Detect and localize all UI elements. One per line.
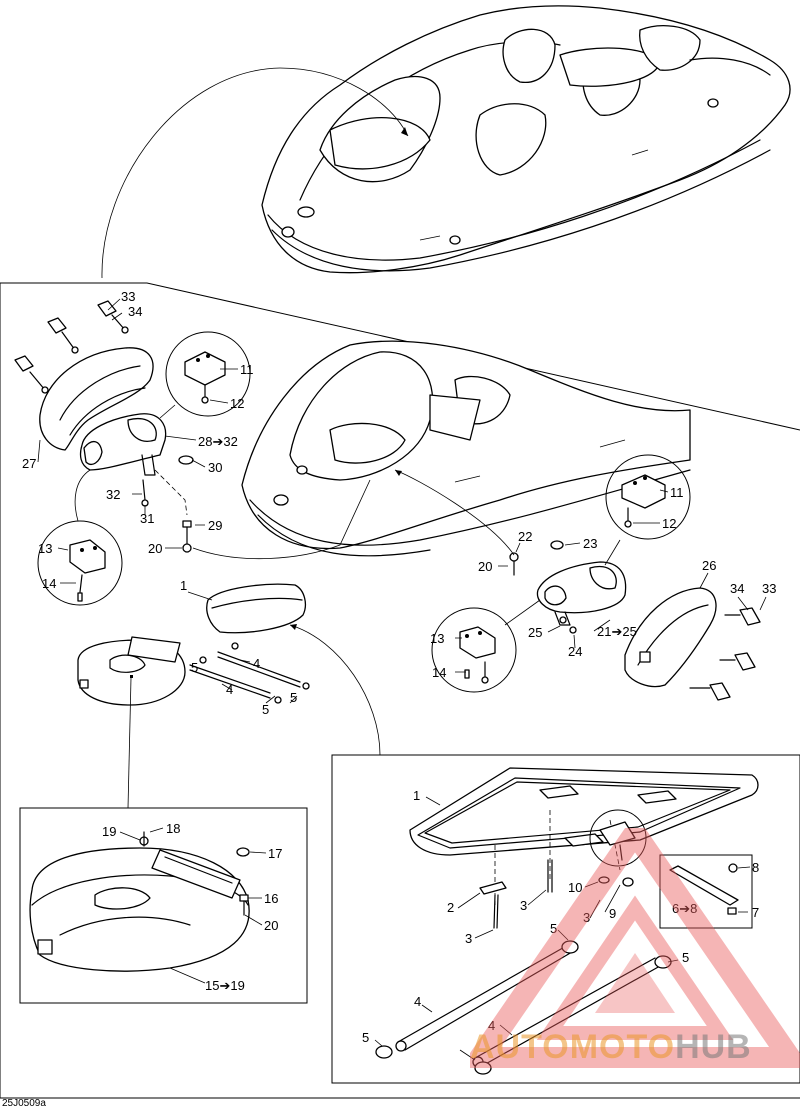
clip-11-right	[621, 474, 666, 528]
label-21-25: 21➔25	[597, 624, 637, 639]
label-1: 1	[180, 578, 187, 593]
label-24: 24	[568, 644, 582, 659]
callout-line-top	[101, 67, 409, 279]
label-5: 5	[362, 1030, 369, 1045]
label-20: 20	[148, 541, 162, 556]
label-9: 9	[609, 906, 616, 921]
seat-1-underside	[409, 767, 759, 905]
clip-9-10	[599, 821, 636, 861]
label-3: 3	[520, 898, 527, 913]
clip-13-left	[69, 539, 106, 602]
detail-circle-clip-9-10	[589, 809, 647, 867]
label-19: 19	[102, 824, 116, 839]
detail-circle-13-14-left	[37, 520, 123, 606]
label-3: 3	[583, 910, 590, 925]
label-1: 1	[413, 788, 420, 803]
clip-11-left	[184, 351, 226, 404]
label-29: 29	[208, 518, 222, 533]
label-33: 33	[762, 581, 776, 596]
label-23: 23	[583, 536, 597, 551]
label-28-32: 28➔32	[198, 434, 238, 449]
label-15-19: 15➔19	[205, 978, 245, 993]
label-8: 8	[752, 860, 759, 875]
bracket-group-left	[14, 300, 129, 394]
label-16: 16	[264, 891, 278, 906]
label-12: 12	[230, 396, 244, 411]
label-26: 26	[702, 558, 716, 573]
backrest-right-26	[624, 587, 717, 688]
leader-lines	[37, 298, 767, 1061]
detail-circle-11-12-left	[165, 331, 251, 417]
label-10: 10	[568, 880, 582, 895]
label-22: 22	[518, 529, 532, 544]
label-20: 20	[264, 918, 278, 933]
detail-box-strap-6-8	[659, 854, 753, 929]
strap-6	[669, 863, 739, 915]
armrest-left-28	[79, 413, 167, 476]
label-5: 5	[191, 660, 198, 675]
clip-13-right	[459, 626, 496, 684]
callout-1-detail	[289, 624, 381, 756]
seat-15-detail	[29, 831, 250, 972]
seat-base-15-small	[77, 636, 186, 706]
armrest-right-21	[536, 561, 627, 626]
detail-circle-11-12-right	[605, 454, 691, 540]
label-13: 13	[38, 541, 52, 556]
watermark-part1: AUTOMOTO	[470, 1028, 676, 1066]
seat-cushion-1-mid	[206, 583, 306, 634]
hardware-29-30-left	[141, 455, 194, 553]
diagram-code: 25J0509a	[2, 1098, 46, 1109]
detail-box-seat-15	[19, 807, 308, 1004]
label-33: 33	[121, 289, 135, 304]
label-20: 20	[478, 559, 492, 574]
callout-labels: 33 34 27 11 12 28➔32 30 32 31 29 20 13 1…	[22, 289, 776, 1045]
label-4: 4	[488, 1018, 495, 1033]
label-11: 11	[240, 362, 254, 377]
boat-overview-illustration	[261, 5, 791, 274]
label-25: 25	[528, 625, 542, 640]
label-5: 5	[290, 690, 297, 705]
label-5: 5	[262, 702, 269, 717]
backrest-left-27	[39, 347, 154, 451]
main-frame	[0, 282, 800, 1099]
label-17: 17	[268, 846, 282, 861]
detail-circle-13-14-right	[431, 607, 517, 693]
label-14: 14	[42, 576, 56, 591]
label-30: 30	[208, 460, 222, 475]
label-6-8: 6➔8	[672, 901, 697, 916]
label-27: 27	[22, 456, 36, 471]
detail-box-seat-1	[331, 754, 800, 1084]
label-18: 18	[166, 821, 180, 836]
label-5: 5	[550, 921, 557, 936]
label-13: 13	[430, 631, 444, 646]
label-34: 34	[730, 581, 744, 596]
label-5: 5	[682, 950, 689, 965]
rods-4-mid	[189, 642, 310, 704]
watermark-text: AUTOMOTOHUB	[470, 1028, 752, 1067]
watermark-logo-icon	[470, 828, 800, 1068]
label-34: 34	[128, 304, 142, 319]
hardware-2-3-10	[479, 859, 634, 929]
label-12: 12	[662, 516, 676, 531]
rods-4-detail	[375, 940, 672, 1075]
label-14: 14	[432, 665, 446, 680]
callout-20-left	[192, 479, 371, 560]
label-7: 7	[752, 905, 759, 920]
label-4: 4	[226, 682, 233, 697]
bracket-group-right	[689, 607, 761, 701]
label-11: 11	[670, 485, 684, 500]
watermark-part2: HUB	[675, 1028, 752, 1066]
bow-section-illustration	[241, 340, 691, 557]
label-32: 32	[106, 487, 120, 502]
label-3: 3	[465, 931, 472, 946]
label-2: 2	[447, 900, 454, 915]
hardware-22-23-right	[509, 540, 577, 634]
label-31: 31	[140, 511, 154, 526]
label-4: 4	[414, 994, 421, 1009]
label-4: 4	[253, 656, 260, 671]
